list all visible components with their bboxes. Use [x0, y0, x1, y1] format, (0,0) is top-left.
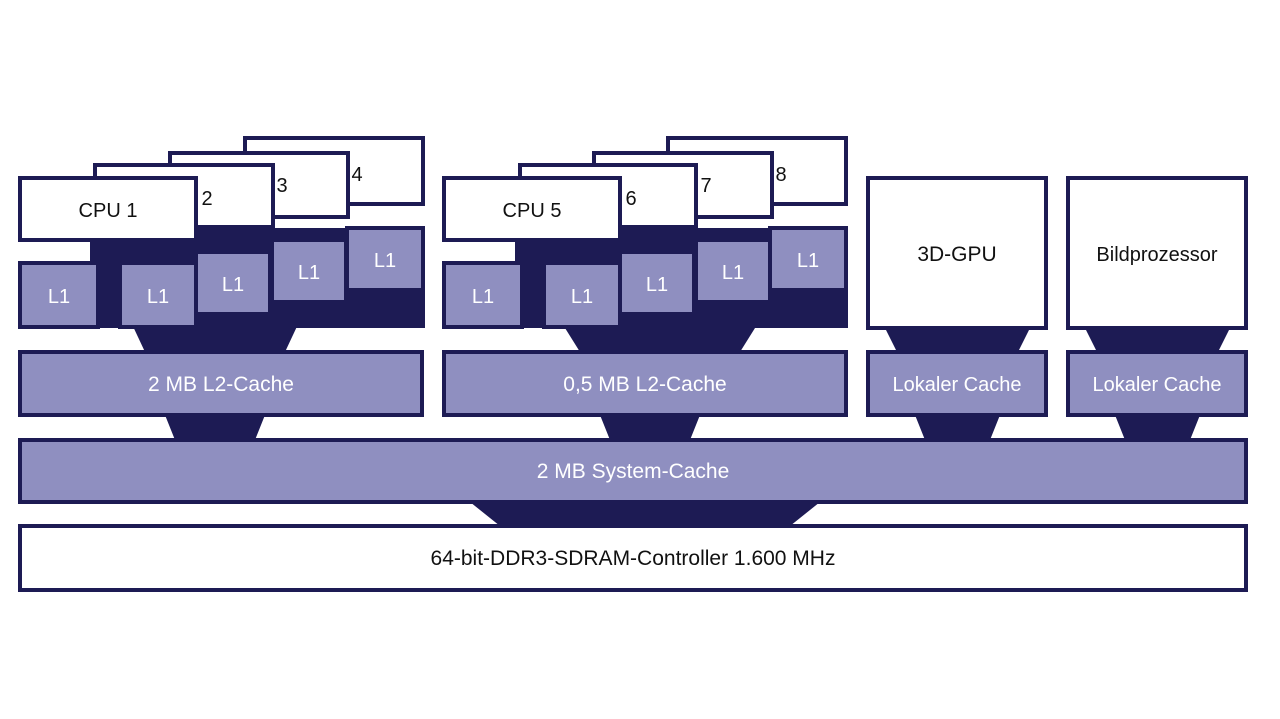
- cpu-2-label: 2: [201, 188, 212, 210]
- l1-label: L1: [797, 250, 819, 272]
- connector-imgcache-to-system: [1115, 415, 1200, 440]
- l1-label: L1: [646, 274, 668, 296]
- connector-gpucache-to-system: [915, 415, 1000, 440]
- l1-cache-a4: L1: [270, 238, 348, 304]
- gpu-block: 3D-GPU Lokaler Cache: [866, 176, 1048, 417]
- l1-label: L1: [298, 262, 320, 284]
- system-cache: 2 MB System-Cache: [18, 438, 1248, 504]
- connector-gpu-to-cache: [885, 328, 1030, 352]
- cpu-4-label: 4: [351, 164, 362, 186]
- system-cache-label: 2 MB System-Cache: [537, 460, 730, 483]
- l1-cache-a1: L1: [18, 261, 100, 329]
- l1-cache-b1: L1: [442, 261, 524, 329]
- cpu-cluster-b: 8 7 6 L1 L1 L1 L1 L1: [442, 136, 848, 417]
- connector-l2b-to-system: [600, 415, 700, 440]
- l1-cache-b5: L1: [768, 226, 848, 292]
- l1-label: L1: [222, 274, 244, 296]
- l1-label: L1: [48, 286, 70, 308]
- connector-l2a-to-system: [165, 415, 265, 440]
- connector-system-to-controller: [470, 502, 820, 526]
- l1-cache-a3: L1: [194, 250, 272, 316]
- cpu-8-label: 8: [775, 164, 786, 186]
- cpu-7-label: 7: [700, 175, 711, 197]
- cpu-5-label: CPU 5: [503, 200, 562, 222]
- l2-cache-b: 0,5 MB L2-Cache: [442, 350, 848, 417]
- l1-label: L1: [374, 250, 396, 272]
- connector-imgproc-to-cache: [1085, 328, 1230, 352]
- l2-cache-a-label: 2 MB L2-Cache: [148, 373, 294, 396]
- cpu-6-label: 6: [625, 188, 636, 210]
- l1-label: L1: [571, 286, 593, 308]
- memory-controller: 64-bit-DDR3-SDRAM-Controller 1.600 MHz: [18, 524, 1248, 592]
- l1-cache-b2: L1: [542, 261, 622, 329]
- l1-label: L1: [472, 286, 494, 308]
- image-processor-cache-label: Lokaler Cache: [1093, 374, 1222, 396]
- cpu-1-label: CPU 1: [79, 200, 138, 222]
- l2-cache-a: 2 MB L2-Cache: [18, 350, 424, 417]
- gpu-label: 3D-GPU: [917, 243, 996, 266]
- image-processor-label: Bildprozessor: [1096, 244, 1218, 266]
- cpu-3-label: 3: [276, 175, 287, 197]
- gpu-cache-label: Lokaler Cache: [893, 374, 1022, 396]
- image-processor-block: Bildprozessor Lokaler Cache: [1066, 176, 1248, 417]
- l1-label: L1: [147, 286, 169, 308]
- l1-label: L1: [722, 262, 744, 284]
- l1-cache-b3: L1: [618, 250, 696, 316]
- l1-cache-b4: L1: [694, 238, 772, 304]
- cpu-card-1: CPU 1: [18, 176, 198, 242]
- l1-cache-a2: L1: [118, 261, 198, 329]
- memory-controller-label: 64-bit-DDR3-SDRAM-Controller 1.600 MHz: [431, 547, 836, 570]
- cpu-card-5: CPU 5: [442, 176, 622, 242]
- l2-cache-b-label: 0,5 MB L2-Cache: [563, 373, 726, 396]
- cpu-cluster-a: 4 3 2 L1 L1 L1 L1 L1: [18, 136, 425, 417]
- l1-cache-a5: L1: [345, 226, 425, 292]
